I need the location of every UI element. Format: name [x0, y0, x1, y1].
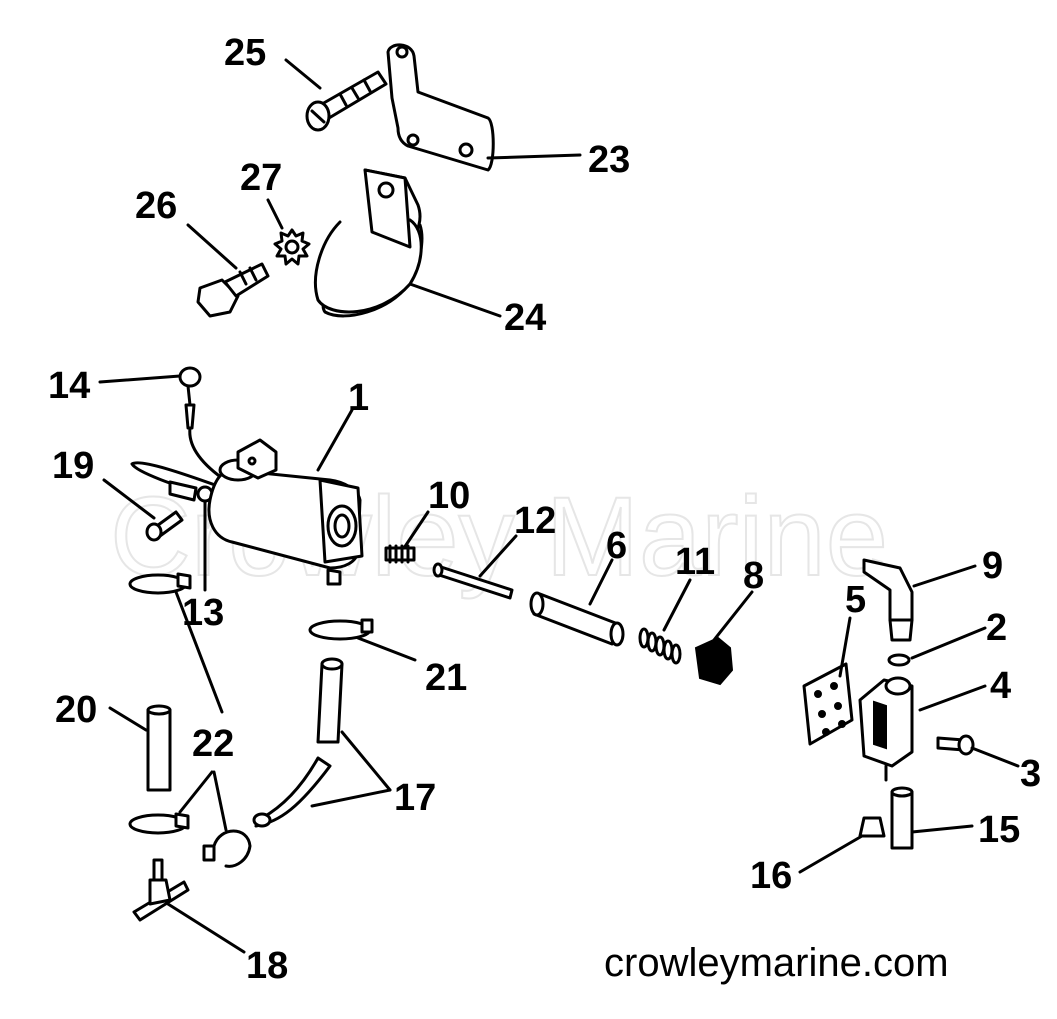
callout-16: 16: [750, 855, 792, 897]
callout-24: 24: [504, 297, 546, 339]
callout-27: 27: [240, 157, 282, 199]
part-20-tube: [146, 704, 172, 792]
callout-3: 3: [1020, 753, 1041, 795]
callout-19: 19: [52, 445, 94, 487]
callout-20: 20: [55, 689, 97, 731]
part-23-bracket: [386, 43, 495, 172]
part-8-nut: [694, 636, 734, 686]
part-19-screw: [145, 510, 184, 542]
site-url: crowleymarine.com: [604, 941, 949, 985]
part-22-clamps: [128, 572, 252, 868]
callout-25: 25: [224, 32, 266, 74]
callout-18: 18: [246, 945, 288, 987]
part-11-spring: [638, 627, 682, 665]
part-17-hose: [252, 657, 344, 828]
callout-21: 21: [425, 657, 467, 699]
part-1-solenoid: [207, 438, 364, 586]
part-9-lever: [862, 558, 914, 642]
part-5-gasket: [802, 662, 854, 746]
part-24-clamp: [313, 168, 424, 318]
callout-17: 17: [394, 777, 436, 819]
callout-14: 14: [48, 365, 90, 407]
part-16-cap: [858, 816, 886, 838]
part-18-tee: [132, 858, 190, 922]
leader-lines: [98, 58, 1020, 954]
part-26-bolt: [196, 262, 270, 318]
callout-labels: 25 23 27 26 24 14 1 19 10 12 6 11 8 9 13…: [48, 32, 1041, 987]
callout-4: 4: [990, 665, 1011, 707]
callout-6: 6: [606, 525, 627, 567]
callout-23: 23: [588, 139, 630, 181]
part-25-screw: [305, 70, 388, 132]
part-6-plunger: [529, 591, 625, 647]
part-2-o-ring: [887, 653, 911, 667]
part-15-tube: [890, 786, 914, 850]
callout-11: 11: [675, 541, 715, 583]
part-27-star-washer: [273, 228, 311, 266]
callout-15: 15: [978, 809, 1020, 851]
part-12-pin: [432, 562, 514, 600]
callout-5: 5: [845, 579, 866, 621]
part-14-ring-terminal: [178, 366, 224, 480]
callout-13: 13: [182, 592, 224, 634]
callout-10: 10: [428, 475, 470, 517]
callout-1: 1: [348, 377, 369, 419]
callout-12: 12: [514, 500, 556, 542]
callout-22: 22: [192, 723, 234, 765]
part-4-housing: [858, 676, 914, 782]
callout-9: 9: [982, 545, 1003, 587]
part-3-screw: [936, 734, 975, 756]
callout-8: 8: [743, 555, 764, 597]
callout-2: 2: [986, 607, 1007, 649]
part-10-spring: [384, 544, 416, 564]
callout-26: 26: [135, 185, 177, 227]
part-21-clamp: [308, 618, 374, 641]
